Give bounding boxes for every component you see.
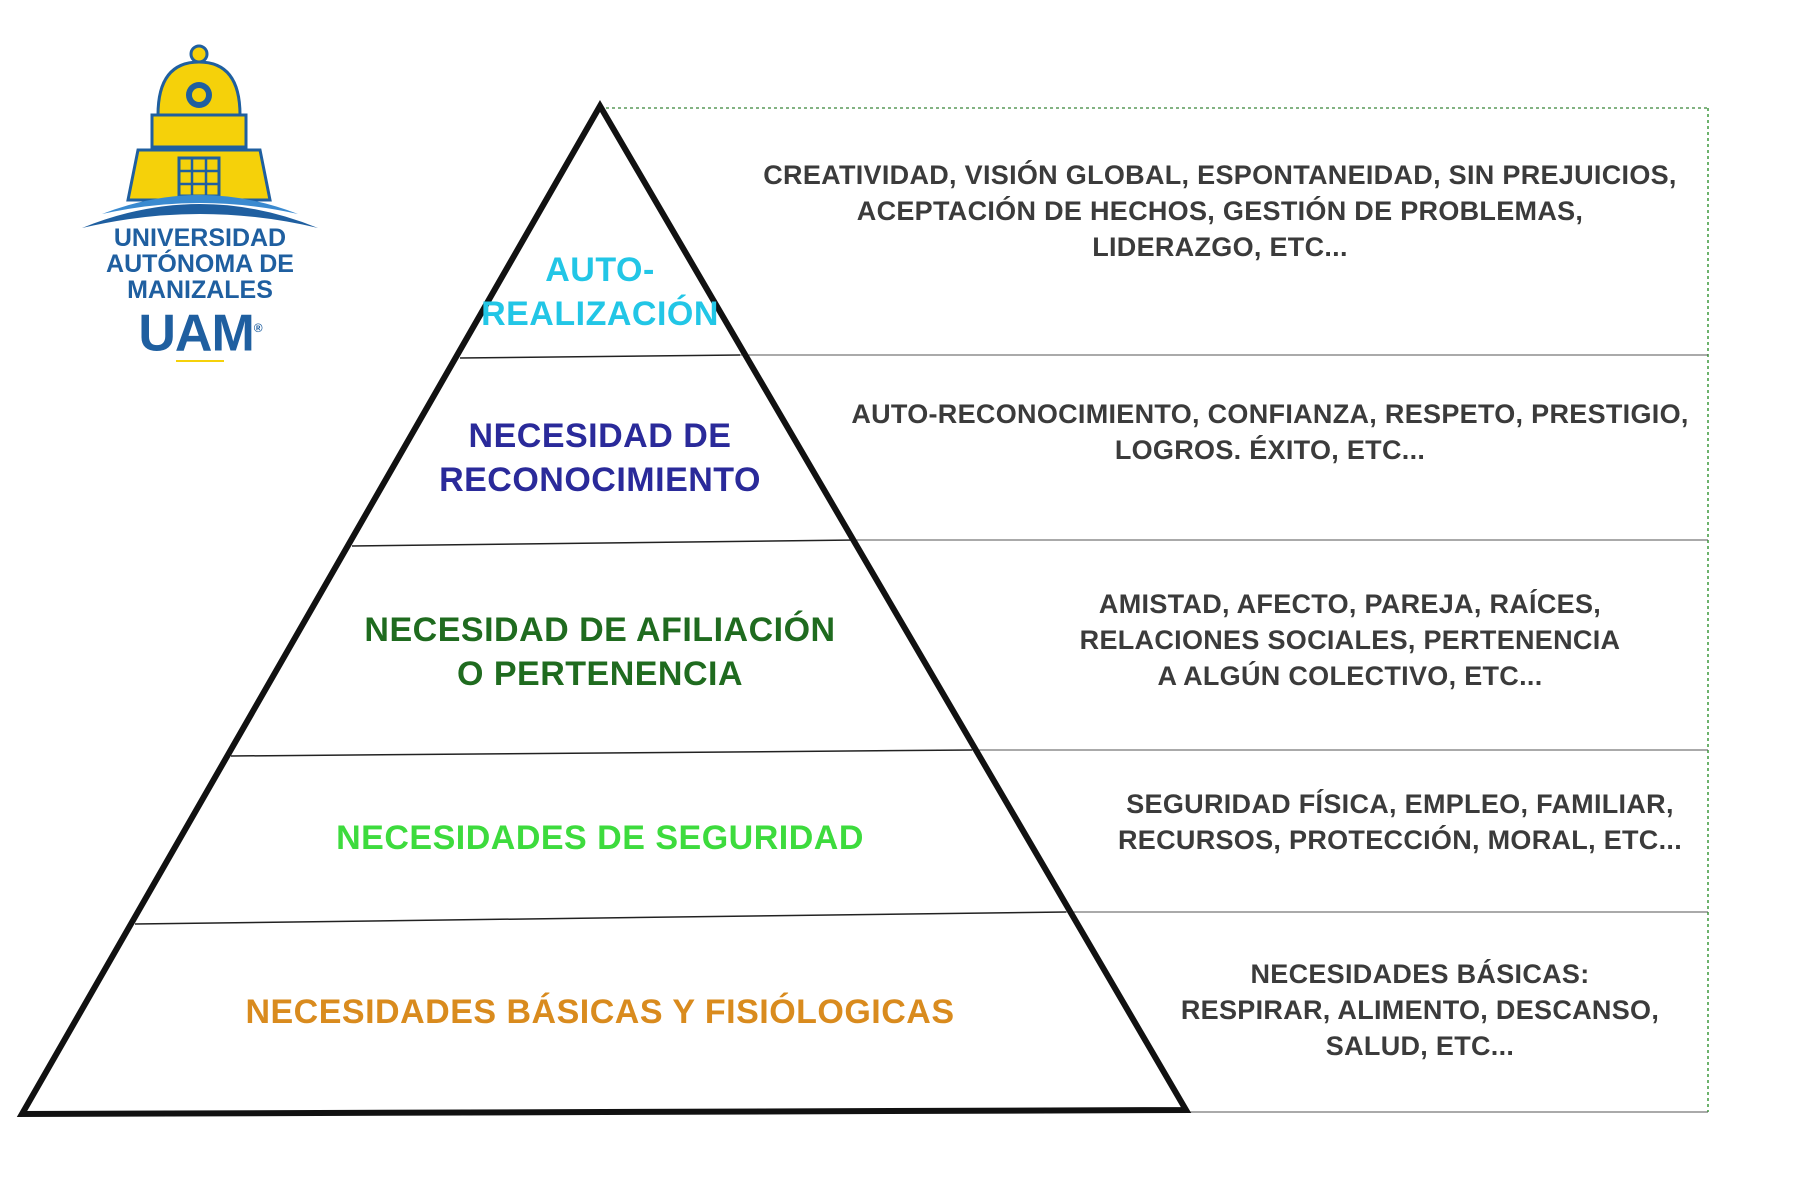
- level-label-physiological: NECESIDADES BÁSICAS Y FISIÓLOGICAS: [245, 993, 955, 1031]
- logo-line-3: MANIZALES: [127, 276, 273, 304]
- level-label-affiliation: NECESIDAD DE AFILIACIÓN O PERTENENCIA: [364, 611, 836, 693]
- level-label-security: NECESIDADES DE SEGURIDAD: [336, 819, 864, 857]
- level-divider-4: [134, 911, 1067, 925]
- level-label-recognition: NECESIDAD DE RECONOCIMIENTO: [439, 417, 761, 499]
- description-physiological: NECESIDADES BÁSICAS: RESPIRAR, ALIMENTO,…: [1180, 959, 1660, 1061]
- description-self-actualization: CREATIVIDAD, VISIÓN GLOBAL, ESPONTANEIDA…: [763, 160, 1677, 262]
- description-recognition: AUTO-RECONOCIMIENTO, CONFIANZA, RESPETO,…: [851, 399, 1689, 465]
- registered-mark: ®: [253, 321, 263, 335]
- description-affiliation: AMISTAD, AFECTO, PAREJA, RAÍCES, RELACIO…: [1079, 589, 1621, 691]
- level-divider-2: [351, 539, 856, 547]
- description-security: SEGURIDAD FÍSICA, EMPLEO, FAMILIAR, RECU…: [1117, 789, 1683, 855]
- uam-logo: UNIVERSIDAD AUTÓNOMA DE MANIZALES UAM®: [80, 40, 320, 363]
- logo-line-2: AUTÓNOMA DE: [106, 250, 294, 278]
- pyramid-outline: [16, 100, 1192, 1118]
- level-divider-3: [230, 749, 973, 757]
- logo-line-1: UNIVERSIDAD: [113, 224, 287, 252]
- uam-building-emblem: [82, 44, 318, 228]
- logo-acronym: UAM®: [138, 304, 263, 363]
- level-label-self-actualization: AUTO- REALIZACIÓN: [481, 251, 719, 333]
- logo-underline: [176, 360, 224, 362]
- level-divider-1: [459, 354, 741, 359]
